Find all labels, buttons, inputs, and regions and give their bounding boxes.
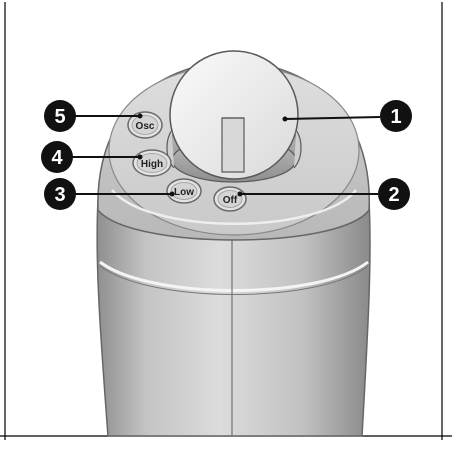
callout-1: 1 — [380, 100, 412, 132]
callout-5-label: 5 — [54, 106, 65, 128]
high-button-label: High — [141, 159, 163, 170]
high-button[interactable]: High — [132, 149, 172, 177]
leader-lines — [72, 115, 381, 195]
leader-dots — [137, 113, 288, 197]
callout-2-label: 2 — [388, 184, 399, 206]
off-button[interactable]: Off — [213, 186, 247, 212]
low-button[interactable]: Low — [166, 178, 202, 204]
low-button-label: Low — [174, 187, 194, 198]
off-button-label: Off — [223, 195, 238, 206]
callout-4: 4 — [41, 141, 73, 173]
callout-2: 2 — [378, 178, 410, 210]
callout-3: 3 — [44, 178, 76, 210]
osc-button[interactable]: Osc — [127, 111, 163, 139]
callout-3-label: 3 — [54, 184, 65, 206]
callout-1-label: 1 — [390, 106, 401, 128]
callout-5: 5 — [44, 100, 76, 132]
callout-4-label: 4 — [51, 147, 63, 169]
osc-button-label: Osc — [136, 121, 155, 132]
fan-body — [96, 199, 371, 437]
rotary-knob[interactable] — [166, 50, 302, 183]
